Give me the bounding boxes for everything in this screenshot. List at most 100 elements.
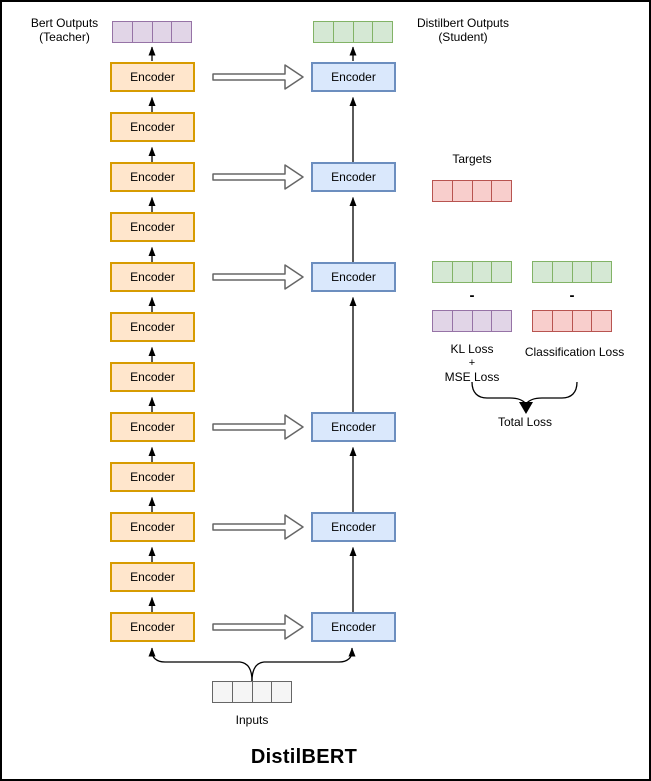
mse-loss-label: MSE Loss	[444, 370, 500, 384]
distillation-arrow-icon	[212, 414, 304, 440]
teacher-encoder-10: Encoder	[110, 512, 195, 542]
student-prediction-strip-cls	[532, 261, 612, 283]
teacher-encoder-12: Encoder	[110, 612, 195, 642]
kl-loss-label: KL Loss	[450, 342, 494, 356]
encoder-label: Encoder	[130, 520, 175, 534]
token-cell	[473, 262, 493, 282]
teacher-encoder-9: Encoder	[110, 462, 195, 492]
token-cell	[354, 22, 374, 42]
encoder-label: Encoder	[130, 70, 175, 84]
teacher-output-strip	[112, 21, 192, 43]
encoder-label: Encoder	[331, 620, 376, 634]
teacher-output-label-line1: Bert Outputs	[30, 16, 99, 30]
encoder-label: Encoder	[331, 70, 376, 84]
student-output-label-line1: Distilbert Outputs	[416, 16, 510, 30]
token-cell	[573, 262, 593, 282]
student-output-label-line2: (Student)	[438, 30, 488, 45]
teacher-encoder-7: Encoder	[110, 362, 195, 392]
distillation-arrow-icon	[212, 164, 304, 190]
encoder-label: Encoder	[130, 270, 175, 284]
token-cell	[492, 262, 511, 282]
token-cell	[272, 682, 291, 702]
inputs-strip	[212, 681, 292, 703]
student-output-strip	[313, 21, 393, 43]
minus-sign-cls: -	[569, 287, 575, 304]
encoder-label: Encoder	[130, 570, 175, 584]
token-cell	[533, 311, 553, 331]
teacher-encoder-6: Encoder	[110, 312, 195, 342]
distillation-arrows	[212, 64, 304, 640]
student-encoder-6: Encoder	[311, 612, 396, 642]
teacher-output-label: Bert Outputs (Teacher)	[12, 16, 117, 44]
token-cell	[172, 22, 191, 42]
token-cell	[492, 311, 511, 331]
encoder-label: Encoder	[130, 320, 175, 334]
student-encoder-1: Encoder	[311, 62, 396, 92]
teacher-output-label-line2: (Teacher)	[39, 30, 90, 45]
token-cell	[433, 311, 453, 331]
encoder-label: Encoder	[331, 170, 376, 184]
token-cell	[553, 311, 573, 331]
token-cell	[573, 311, 593, 331]
student-encoder-2: Encoder	[311, 162, 396, 192]
teacher-encoder-4: Encoder	[110, 212, 195, 242]
token-cell	[373, 22, 392, 42]
token-cell	[453, 311, 473, 331]
token-cell	[553, 262, 573, 282]
encoder-label: Encoder	[130, 170, 175, 184]
teacher-encoder-2: Encoder	[110, 112, 195, 142]
distillation-arrow-icon	[212, 514, 304, 540]
inputs-label: Inputs	[235, 713, 269, 727]
targets-label: Targets	[452, 152, 492, 166]
distillation-arrow-icon	[212, 614, 304, 640]
token-cell	[433, 181, 453, 201]
total-loss-arrowhead	[519, 402, 533, 414]
encoder-label: Encoder	[331, 520, 376, 534]
token-cell	[533, 262, 553, 282]
student-prediction-strip-kl	[432, 261, 512, 283]
token-cell	[453, 262, 473, 282]
token-cell	[592, 262, 611, 282]
teacher-encoder-1: Encoder	[110, 62, 195, 92]
token-cell	[433, 262, 453, 282]
token-cell	[153, 22, 173, 42]
student-encoder-4: Encoder	[311, 412, 396, 442]
encoder-label: Encoder	[331, 270, 376, 284]
token-cell	[592, 311, 611, 331]
token-cell	[473, 181, 493, 201]
distillation-arrow-icon	[212, 64, 304, 90]
total-loss-label: Total Loss	[497, 415, 553, 429]
plus-sign: +	[468, 357, 476, 369]
encoder-label: Encoder	[130, 420, 175, 434]
encoder-label: Encoder	[130, 470, 175, 484]
encoder-label: Encoder	[130, 220, 175, 234]
minus-sign-kl: -	[469, 287, 475, 304]
token-cell	[453, 181, 473, 201]
teacher-prediction-strip	[432, 310, 512, 332]
teacher-encoder-5: Encoder	[110, 262, 195, 292]
targets-strip	[432, 180, 512, 202]
teacher-encoder-11: Encoder	[110, 562, 195, 592]
classification-target-strip	[532, 310, 612, 332]
diagram-title: DistilBERT	[250, 746, 358, 768]
total-loss-brace	[471, 381, 578, 414]
token-cell	[334, 22, 354, 42]
token-cell	[133, 22, 153, 42]
teacher-encoder-3: Encoder	[110, 162, 195, 192]
inputs-connector	[148, 647, 356, 682]
student-output-label: Distilbert Outputs (Student)	[407, 16, 519, 44]
token-cell	[253, 682, 273, 702]
student-encoder-3: Encoder	[311, 262, 396, 292]
student-encoder-5: Encoder	[311, 512, 396, 542]
encoder-label: Encoder	[130, 370, 175, 384]
distillation-arrow-icon	[212, 264, 304, 290]
token-cell	[233, 682, 253, 702]
token-cell	[113, 22, 133, 42]
token-cell	[492, 181, 511, 201]
token-cell	[473, 311, 493, 331]
teacher-encoder-8: Encoder	[110, 412, 195, 442]
encoder-label: Encoder	[130, 120, 175, 134]
encoder-label: Encoder	[331, 420, 376, 434]
